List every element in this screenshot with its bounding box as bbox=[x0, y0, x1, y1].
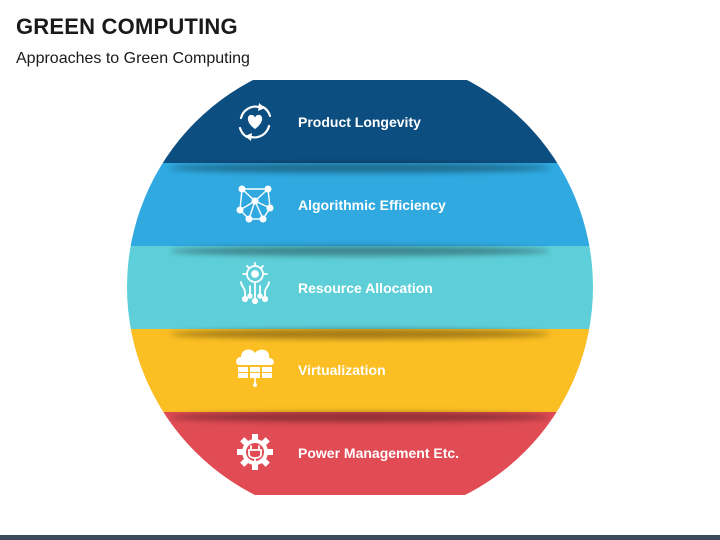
cloud-server-icon bbox=[236, 349, 274, 387]
page-title: GREEN COMPUTING bbox=[16, 14, 238, 39]
band-label-product-longevity: Product Longevity bbox=[298, 114, 421, 130]
band-virtualization bbox=[127, 329, 593, 412]
band-algorithmic-efficiency bbox=[127, 163, 593, 246]
band-label-power-management: Power Management Etc. bbox=[298, 445, 459, 461]
gear-plug-icon bbox=[237, 434, 273, 470]
network-nodes-icon bbox=[236, 185, 274, 223]
band-shadow bbox=[170, 412, 550, 422]
band-label-resource-allocation: Resource Allocation bbox=[298, 280, 433, 296]
page-subtitle: Approaches to Green Computing bbox=[16, 50, 250, 67]
band-shadow bbox=[170, 163, 550, 173]
band-label-virtualization: Virtualization bbox=[298, 362, 386, 378]
head-gear-circuit-icon bbox=[240, 262, 270, 305]
band-label-algorithmic-efficiency: Algorithmic Efficiency bbox=[298, 197, 446, 213]
footer-bar bbox=[0, 535, 720, 540]
band-shadow bbox=[170, 329, 550, 339]
band-shadow bbox=[170, 246, 550, 256]
band-resource-allocation bbox=[127, 246, 593, 329]
heart-cycle-icon bbox=[238, 103, 272, 141]
